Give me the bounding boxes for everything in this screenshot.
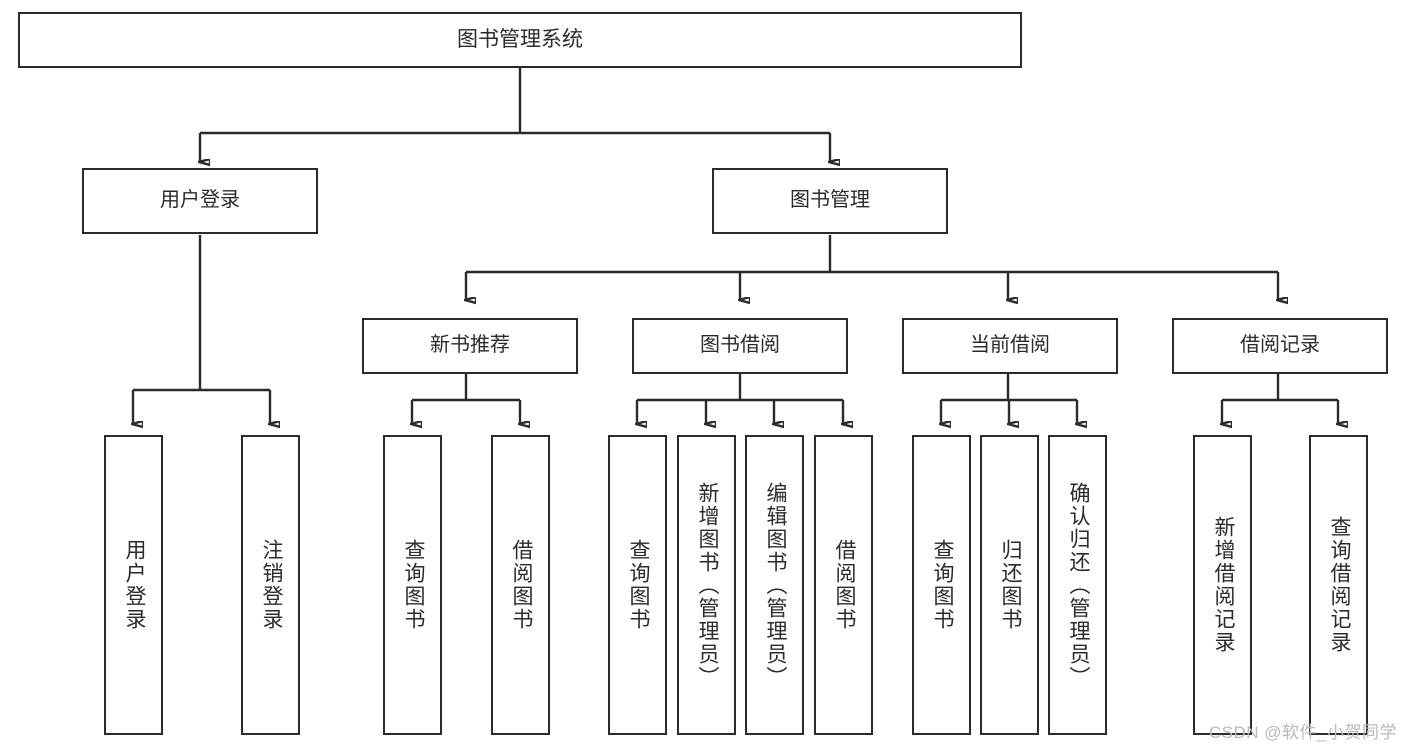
node-book-borrow[interactable]: 图书借阅: [632, 318, 848, 374]
node-leaf-borrow-book-1-label: 借阅图书: [509, 539, 533, 631]
node-leaf-user-login[interactable]: 用户登录: [104, 435, 163, 735]
node-borrow-record[interactable]: 借阅记录: [1172, 318, 1388, 374]
node-leaf-query-record[interactable]: 查询借阅记录: [1309, 435, 1368, 735]
node-leaf-return-book-label: 归还图书: [998, 539, 1022, 631]
node-leaf-add-record[interactable]: 新增借阅记录: [1193, 435, 1252, 735]
node-current-borrow-label: 当前借阅: [970, 334, 1050, 357]
node-borrow-record-label: 借阅记录: [1240, 334, 1320, 357]
node-leaf-edit-book[interactable]: 编辑图书（管理员）: [745, 435, 804, 735]
node-leaf-borrow-book-2-label: 借阅图书: [832, 539, 856, 631]
node-book-manage[interactable]: 图书管理: [712, 168, 948, 234]
node-leaf-user-login-label: 用户登录: [122, 539, 146, 631]
node-leaf-query-book-3-label: 查询图书: [930, 539, 954, 631]
node-leaf-query-book-2[interactable]: 查询图书: [608, 435, 667, 735]
node-leaf-return-book[interactable]: 归还图书: [980, 435, 1039, 735]
node-current-borrow[interactable]: 当前借阅: [902, 318, 1118, 374]
node-leaf-query-book-1[interactable]: 查询图书: [383, 435, 442, 735]
node-leaf-query-book-2-label: 查询图书: [626, 539, 650, 631]
node-leaf-confirm-return[interactable]: 确认归还（管理员）: [1048, 435, 1107, 735]
node-leaf-add-book[interactable]: 新增图书（管理员）: [677, 435, 736, 735]
node-leaf-query-book-3[interactable]: 查询图书: [912, 435, 971, 735]
node-leaf-confirm-return-label: 确认归还（管理员）: [1066, 481, 1090, 689]
node-user-login-label: 用户登录: [160, 189, 240, 212]
node-root[interactable]: 图书管理系统: [18, 12, 1022, 68]
node-user-login[interactable]: 用户登录: [82, 168, 318, 234]
node-book-borrow-label: 图书借阅: [700, 334, 780, 357]
node-leaf-add-record-label: 新增借阅记录: [1211, 516, 1235, 654]
node-new-book-rec[interactable]: 新书推荐: [362, 318, 578, 374]
node-new-book-rec-label: 新书推荐: [430, 334, 510, 357]
node-leaf-query-book-1-label: 查询图书: [401, 539, 425, 631]
csdn-watermark: CSDN @软件_小贺同学: [1208, 723, 1397, 742]
node-book-manage-label: 图书管理: [790, 189, 870, 212]
node-leaf-logout-label: 注销登录: [259, 539, 283, 631]
node-leaf-edit-book-label: 编辑图书（管理员）: [763, 481, 787, 689]
node-leaf-borrow-book-1[interactable]: 借阅图书: [491, 435, 550, 735]
node-leaf-add-book-label: 新增图书（管理员）: [695, 481, 719, 689]
node-leaf-logout[interactable]: 注销登录: [241, 435, 300, 735]
node-leaf-query-record-label: 查询借阅记录: [1327, 516, 1351, 654]
node-leaf-borrow-book-2[interactable]: 借阅图书: [814, 435, 873, 735]
node-root-label: 图书管理系统: [457, 27, 583, 51]
